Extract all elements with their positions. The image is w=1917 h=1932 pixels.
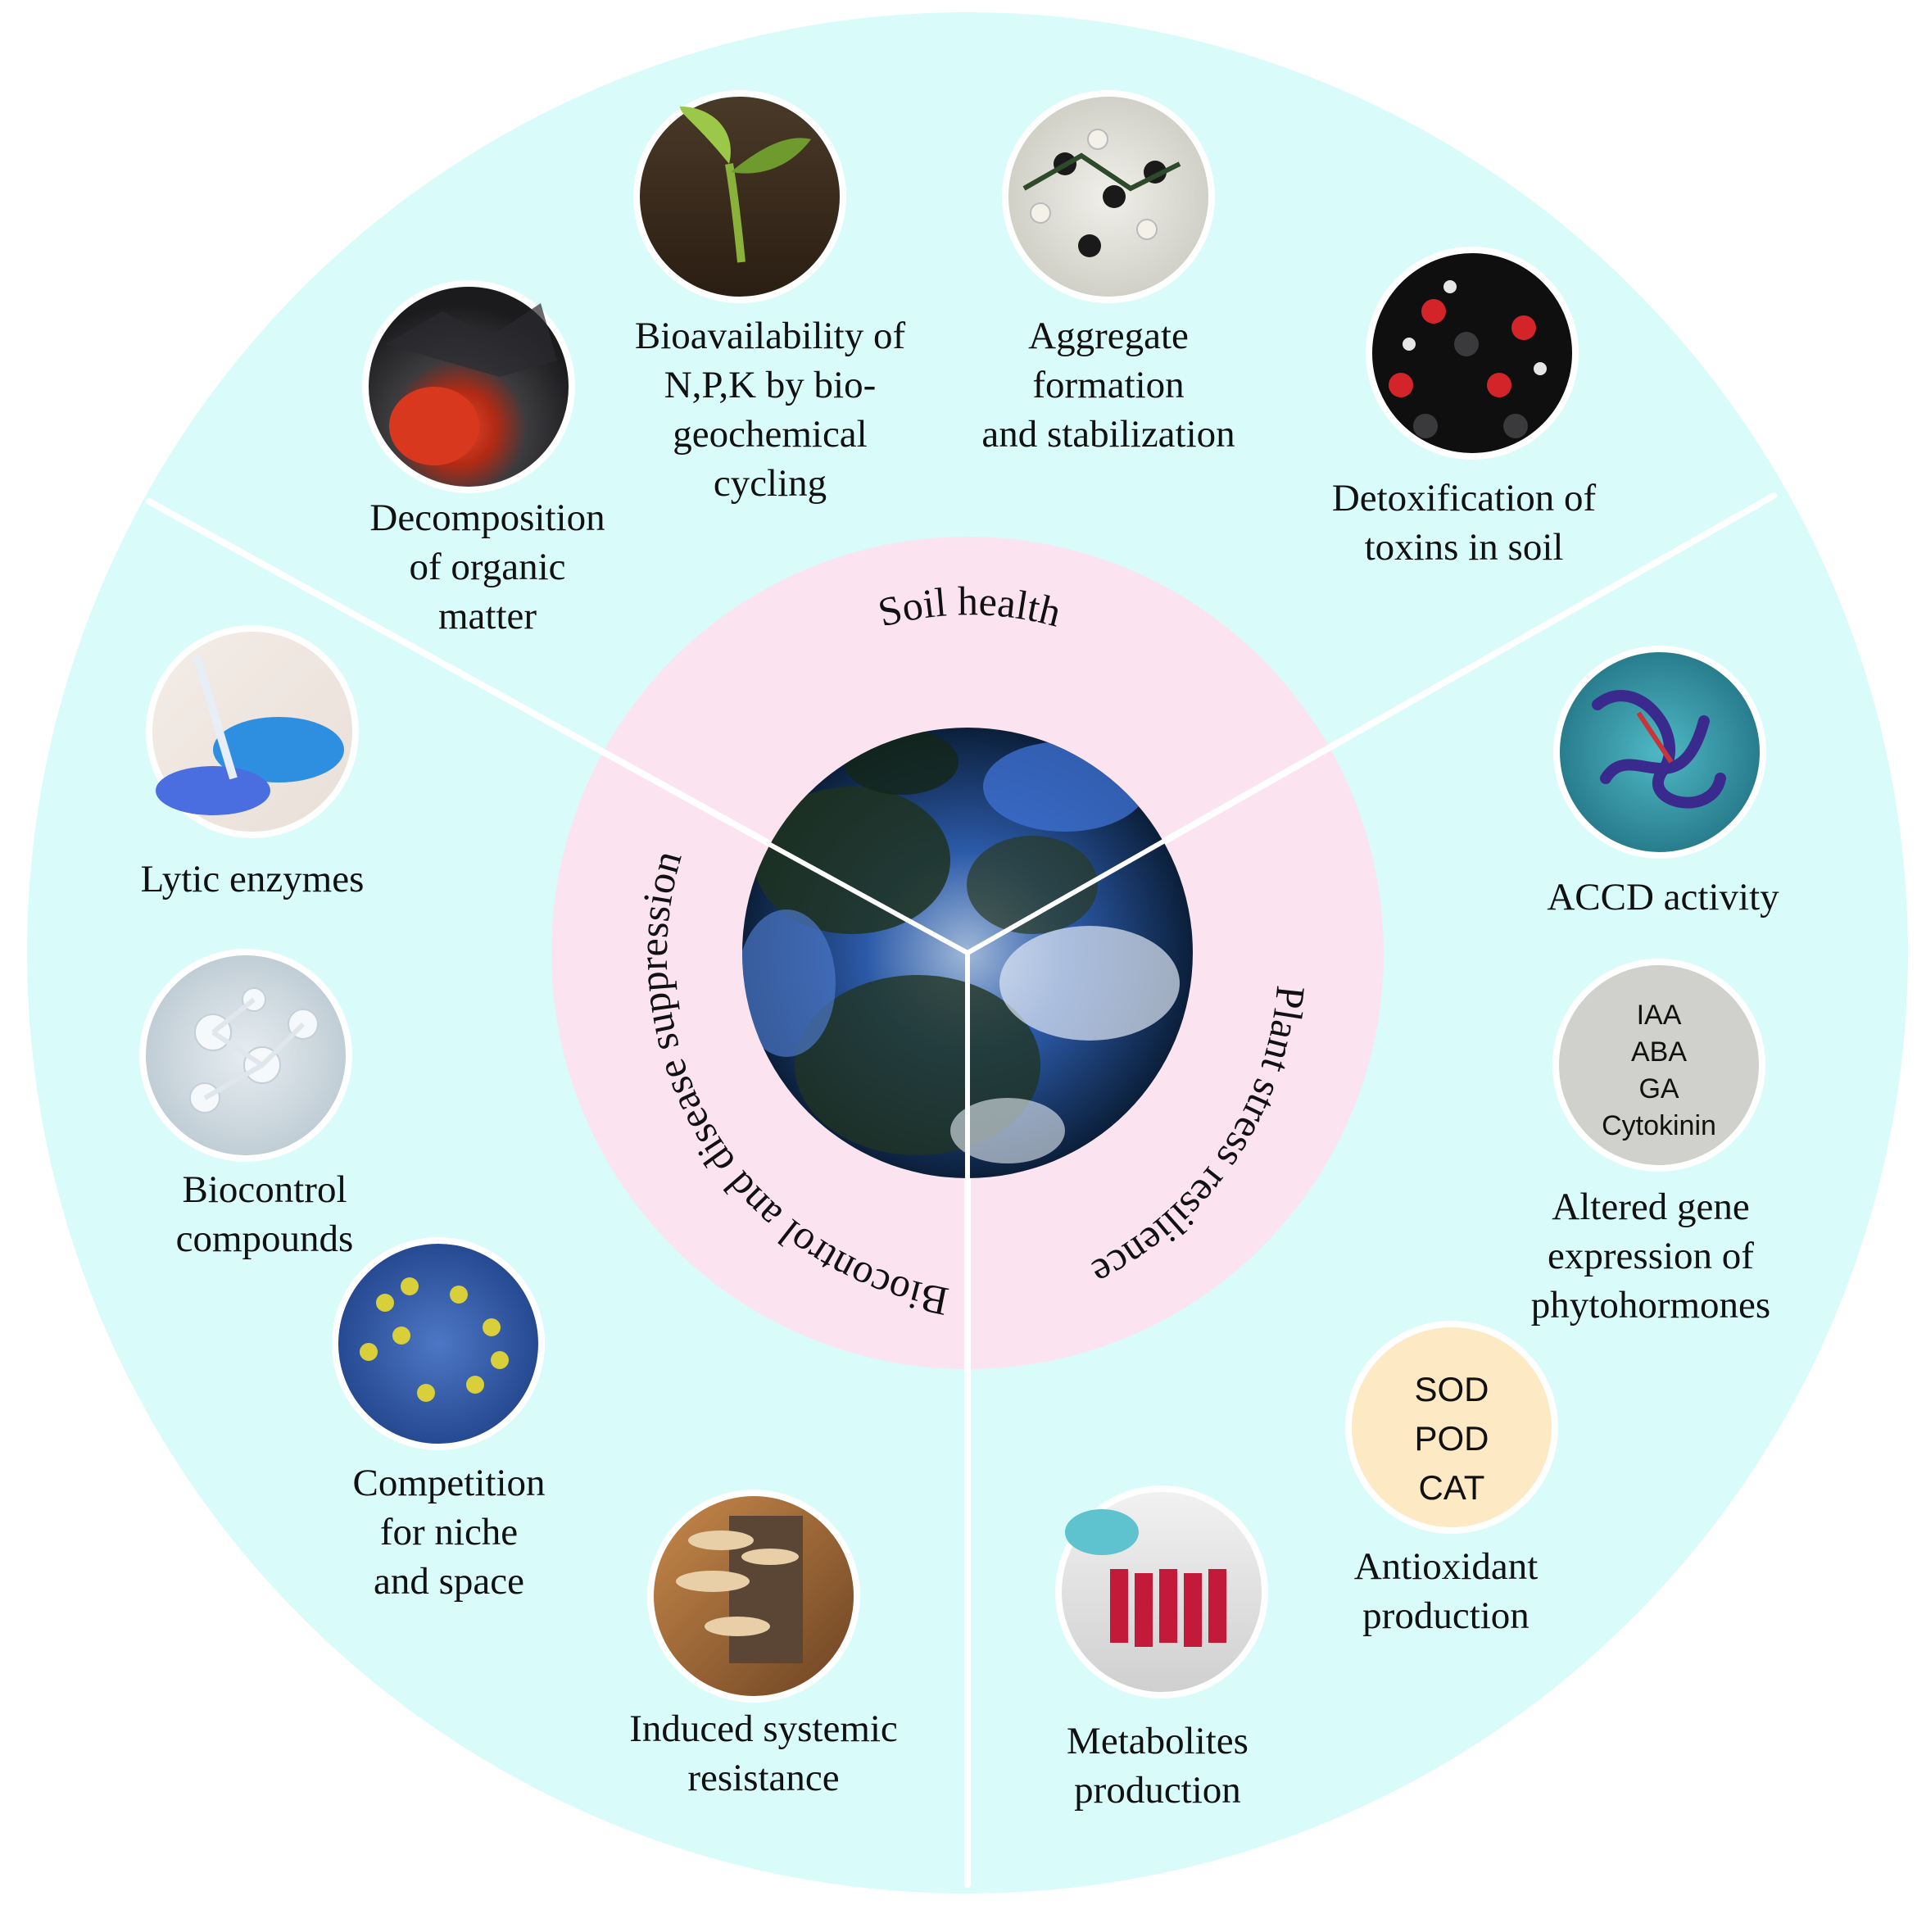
label-decomposition: Decomposition of organic matter (369, 497, 605, 637)
label-lytic-enzymes: Lytic enzymes (140, 858, 365, 900)
svg-text:IAA: IAA (1637, 1000, 1682, 1031)
label-antioxidant-production: Antioxidant production (1353, 1545, 1539, 1637)
protein-ribbon-image (1553, 646, 1766, 859)
center-soil-micrograph (742, 728, 1193, 1181)
molecule-balls-photo (1366, 247, 1579, 460)
svg-text:ABA: ABA (1631, 1036, 1687, 1068)
svg-text:POD: POD (1414, 1419, 1489, 1458)
blood-sample-tubes-photo (1055, 1485, 1268, 1698)
molecular-structure-render (139, 949, 352, 1162)
lab-pipette-photo (146, 625, 359, 838)
label-competition: Competition for niche and space (352, 1462, 546, 1603)
label-detoxification: Detoxification of toxins in soil (1331, 477, 1597, 569)
svg-text:Cytokinin: Cytokinin (1602, 1110, 1716, 1141)
label-metabolites-production: Metabolites production (1067, 1720, 1249, 1812)
seedling-in-soil-photo (633, 90, 846, 303)
decomposing-fruit-photo (362, 280, 575, 493)
microbial-colony-micrograph (332, 1237, 545, 1450)
svg-text:SOD: SOD (1414, 1370, 1489, 1408)
label-accd-activity: ACCD activity (1547, 876, 1779, 918)
bracket-fungi-photo (647, 1490, 860, 1703)
phytohormones-disc: IAA ABA GA Cytokinin (1552, 959, 1765, 1172)
label-phytohormones: Altered gene expression of phytohormones (1530, 1186, 1771, 1327)
label-biocontrol-compounds: Biocontrol compounds (175, 1168, 354, 1260)
label-aggregate-formation: Aggregate formation and stabilization (981, 315, 1235, 456)
label-induced-systemic-resistance: Induced systemic resistance (629, 1708, 898, 1799)
svg-text:CAT: CAT (1419, 1468, 1485, 1507)
label-bioavailability: Bioavailability of N,P,K by bio- geochem… (634, 315, 906, 505)
antioxidant-disc: SOD POD CAT (1345, 1321, 1558, 1534)
molecular-model-photo (1002, 90, 1215, 303)
svg-text:GA: GA (1638, 1073, 1679, 1104)
